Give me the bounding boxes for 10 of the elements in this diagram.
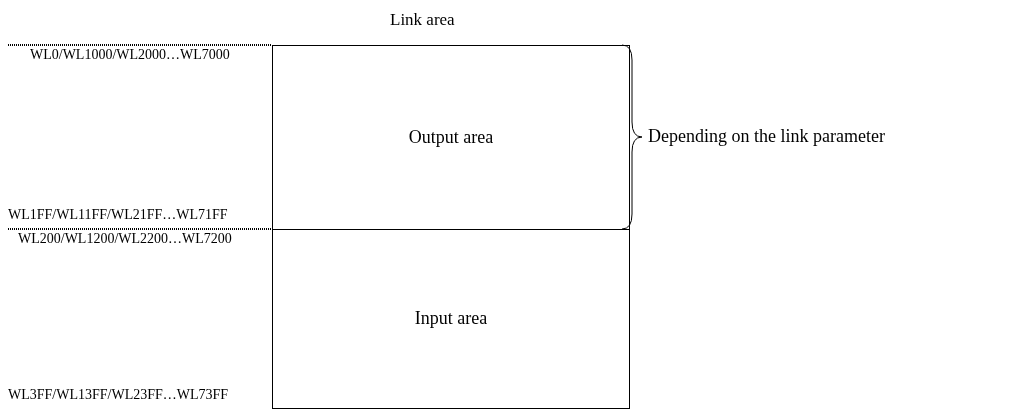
address-label: WL0/WL1000/WL2000…WL7000 xyxy=(30,47,230,63)
area-name: Input area xyxy=(414,308,488,329)
address-label: WL200/WL1200/WL2200…WL7200 xyxy=(18,231,232,247)
memory-area-box xyxy=(272,229,630,409)
address-label: WL1FF/WL11FF/WL21FF…WL71FF xyxy=(8,207,228,223)
address-label: WL3FF/WL13FF/WL23FF…WL73FF xyxy=(8,387,229,403)
heading: Link area xyxy=(390,10,455,30)
memory-area-box xyxy=(272,45,630,230)
area-name: Output area xyxy=(408,127,494,148)
bracket-note: Depending on the link parameter xyxy=(648,126,885,147)
